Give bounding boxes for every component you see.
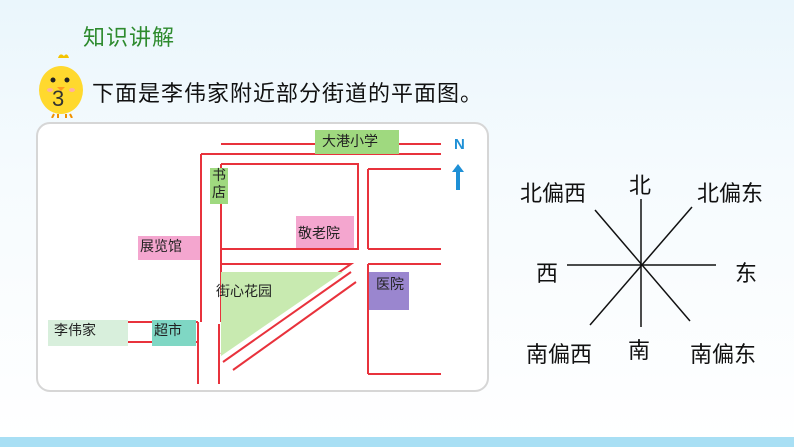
- road-left-lower: [197, 322, 220, 384]
- label-bookstore: 书 店: [212, 168, 226, 201]
- bottom-bar: [0, 437, 794, 447]
- label-hospital: 医院: [376, 277, 404, 293]
- hospital-box: [369, 272, 409, 310]
- school-box: [315, 130, 399, 154]
- label-exhibition-hall: 展览馆: [140, 239, 182, 255]
- block-upper: [221, 163, 359, 250]
- road-diagonal: [222, 271, 357, 371]
- garden-area: [221, 272, 343, 356]
- home-box: [48, 320, 128, 346]
- dir-south: 南: [628, 339, 651, 364]
- label-garden: 街心花园: [216, 284, 272, 300]
- dir-north: 北: [629, 174, 652, 199]
- dir-east: 东: [735, 262, 758, 287]
- north-arrow-icon: [452, 164, 464, 190]
- nursing-home-box: [296, 216, 354, 248]
- street-map: 大港小学 书 店 敬老院 展览馆 街心花园 医院 李伟家 超市 N: [36, 122, 489, 392]
- dir-northeast: 北偏东: [697, 182, 764, 207]
- exhibition-hall-box: [138, 236, 200, 260]
- question-text: 下面是李伟家附近部分街道的平面图。: [92, 82, 484, 107]
- question-number: 3: [52, 86, 65, 111]
- dir-southwest: 南偏西: [526, 343, 593, 368]
- bookstore-box: [210, 168, 228, 204]
- road-right: [367, 168, 441, 250]
- road-network: [48, 143, 441, 384]
- chick-mascot-icon: [39, 54, 83, 118]
- supermarket-box: [152, 320, 196, 346]
- north-label: N: [454, 136, 465, 153]
- label-school: 大港小学: [322, 134, 378, 150]
- road-right-lower: [367, 263, 441, 375]
- section-title: 知识讲解: [83, 26, 176, 51]
- label-nursing-home: 敬老院: [298, 226, 340, 242]
- label-home: 李伟家: [54, 323, 96, 339]
- label-supermarket: 超市: [154, 323, 182, 339]
- compass-lines: [567, 199, 716, 327]
- dir-southeast: 南偏东: [690, 343, 757, 368]
- dir-northwest: 北偏西: [520, 182, 587, 207]
- compass-rose: 北 北偏西 北偏东 西 东 南偏西 南 南偏东: [510, 165, 780, 380]
- dir-west: 西: [536, 262, 559, 287]
